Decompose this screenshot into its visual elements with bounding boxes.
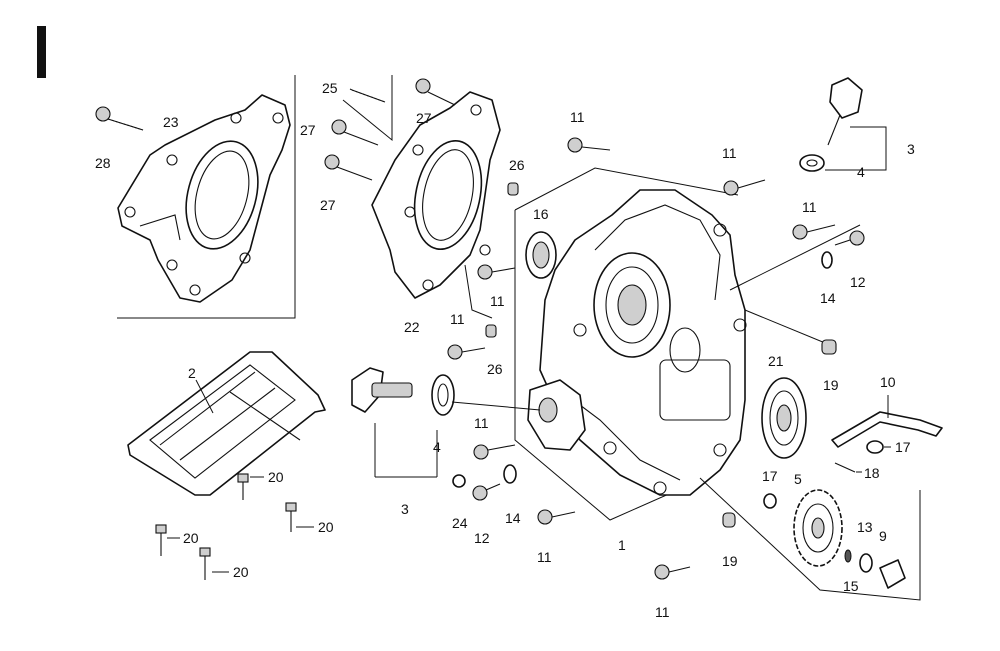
callout-21: 21 <box>768 353 784 369</box>
stud-25 <box>351 89 386 103</box>
callout-28: 28 <box>95 155 111 171</box>
callout-26: 26 <box>509 157 525 173</box>
bolt-11-d <box>477 264 516 280</box>
callout-4: 4 <box>857 164 865 180</box>
callout-1: 1 <box>618 537 626 553</box>
bolt-11-b <box>723 179 766 196</box>
bolt-11-c <box>792 224 836 240</box>
callout-3: 3 <box>401 501 409 517</box>
callout-11: 11 <box>570 109 585 125</box>
callout-14: 14 <box>820 290 836 306</box>
bolt-27-top <box>415 78 456 106</box>
callout-10: 10 <box>880 374 896 390</box>
callout-18: 18 <box>864 465 880 481</box>
washer-4-left <box>431 374 455 416</box>
callout-11: 11 <box>450 311 465 327</box>
callout-leaders <box>167 88 891 573</box>
bolt-11-f <box>473 444 516 460</box>
callout-27: 27 <box>416 110 432 126</box>
nut-24 <box>452 474 466 488</box>
dowel-26-top <box>507 182 519 196</box>
washer-17-lower <box>763 493 777 509</box>
callout-9: 9 <box>879 528 887 544</box>
washer-13 <box>859 553 873 573</box>
dowel-26-bottom <box>485 324 497 338</box>
callout-2: 2 <box>188 365 196 381</box>
lever-10 <box>831 395 943 448</box>
callout-19: 19 <box>823 377 839 393</box>
callout-11: 11 <box>802 199 817 215</box>
bolt-12-right <box>834 230 865 246</box>
dowel-19-right <box>821 339 837 355</box>
part-22-gasket <box>342 75 501 319</box>
callout-4: 4 <box>433 439 441 455</box>
callout-11: 11 <box>490 293 505 309</box>
callout-16: 16 <box>533 206 549 222</box>
callout-26: 26 <box>487 361 503 377</box>
oil-filler-cap-left <box>351 367 438 478</box>
callout-22: 22 <box>404 319 420 335</box>
bolt-11-h <box>654 564 691 580</box>
callout-27: 27 <box>300 122 316 138</box>
oil-filler-cap-right <box>825 77 887 171</box>
callout-25: 25 <box>322 80 338 96</box>
callout-11: 11 <box>722 145 737 161</box>
section-mark-bar <box>37 26 46 78</box>
washer-14-left <box>503 464 517 484</box>
bolt-20-d <box>199 547 211 580</box>
bolt-27-low <box>324 154 373 181</box>
callout-17: 17 <box>895 439 911 455</box>
part-23-adapter-plate <box>117 75 296 319</box>
callout-20: 20 <box>318 519 334 535</box>
callout-14: 14 <box>505 510 521 526</box>
callout-13: 13 <box>857 519 873 535</box>
washer-4-right <box>799 154 825 172</box>
pin-18 <box>834 462 856 473</box>
callout-23: 23 <box>163 114 179 130</box>
bolt-20-c <box>155 524 167 556</box>
callout-20: 20 <box>268 469 284 485</box>
shaft-9 <box>699 477 921 601</box>
bolt-20-b <box>285 502 297 532</box>
bolt-12-left <box>472 483 501 501</box>
part-2-base-plate <box>127 351 326 496</box>
callout-11: 11 <box>474 415 489 431</box>
oil-seal-16 <box>525 231 557 279</box>
callout-17: 17 <box>762 468 778 484</box>
gear-5 <box>793 489 921 567</box>
section-mark: I <box>0 0 1 1</box>
bolt-11-e <box>447 344 486 360</box>
part-1-crankcase-cover <box>514 167 861 521</box>
callout-5: 5 <box>794 471 802 487</box>
callout-12: 12 <box>474 530 490 546</box>
callout-15: 15 <box>843 578 859 594</box>
bolt-11-g <box>537 509 576 525</box>
callout-12: 12 <box>850 274 866 290</box>
callout-11: 11 <box>537 549 552 565</box>
callout-24: 24 <box>452 515 468 531</box>
callout-labels: 28 23 25 27 27 27 26 22 26 11 11 11 11 1… <box>95 80 915 620</box>
bolt-28 <box>95 106 144 131</box>
bolt-20-a <box>237 473 249 500</box>
crankcase-filler-boss <box>451 379 586 451</box>
dowel-19-lower <box>722 512 736 528</box>
bolt-11-a <box>567 137 611 153</box>
washer-14-right <box>821 251 833 269</box>
washer-17-right <box>866 440 884 454</box>
callout-20: 20 <box>233 564 249 580</box>
callout-20: 20 <box>183 530 199 546</box>
callout-19: 19 <box>722 553 738 569</box>
callout-27: 27 <box>320 197 336 213</box>
pin-15 <box>844 549 852 563</box>
callout-11: 11 <box>655 604 670 620</box>
bearing-21 <box>761 377 807 459</box>
bolt-27-mid <box>331 119 379 146</box>
callout-3: 3 <box>907 141 915 157</box>
